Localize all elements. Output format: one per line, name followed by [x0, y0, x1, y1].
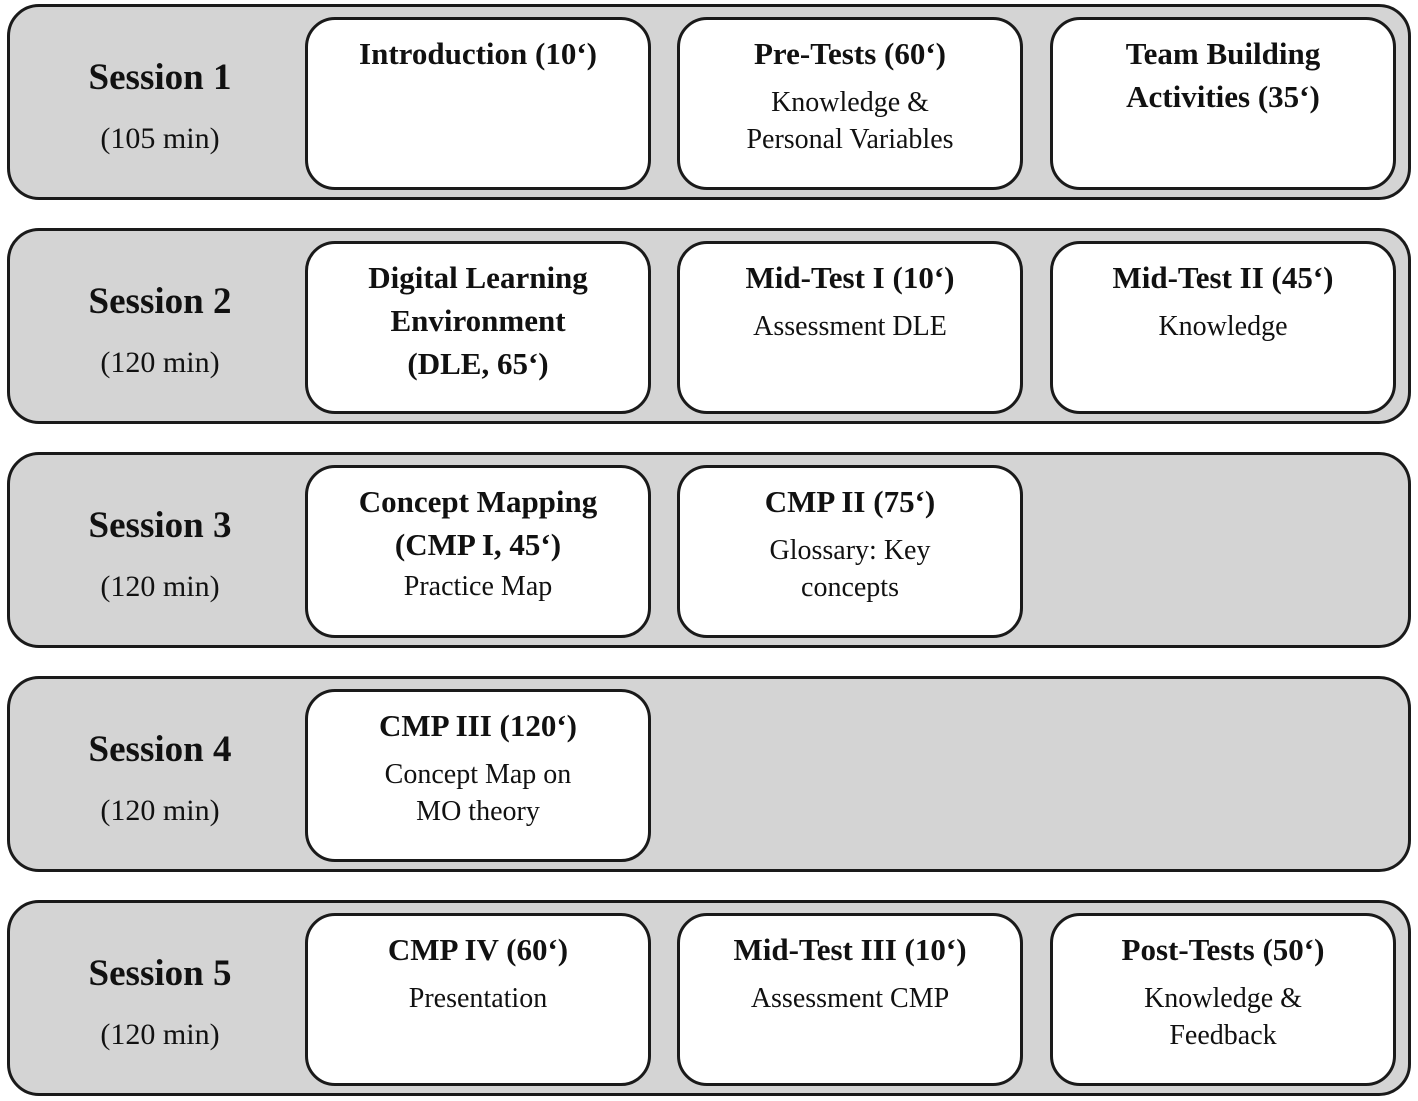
- session-row-1: Session 1 (105 min) Introduction (10‘) P…: [7, 4, 1411, 200]
- activity-title: CMP III (120‘): [378, 708, 578, 743]
- activity-box: Concept Mapping (CMP I, 45‘) Practice Ma…: [305, 465, 651, 638]
- session-label: Session 1 (105 min): [10, 7, 310, 197]
- session-duration: (120 min): [100, 346, 220, 379]
- activity-box: Pre-Tests (60‘) Knowledge & Personal Var…: [677, 17, 1023, 190]
- session-title: Session 4: [88, 729, 232, 770]
- session-duration: (105 min): [100, 122, 220, 155]
- session-row-3: Session 3 (120 min) Concept Mapping (CMP…: [7, 452, 1411, 648]
- activity-title: Concept Mapping (CMP I, 45‘): [358, 484, 598, 562]
- activity-title: CMP IV (60‘): [387, 932, 569, 967]
- session-row-2: Session 2 (120 min) Digital Learning Env…: [7, 228, 1411, 424]
- session-label: Session 4 (120 min): [10, 679, 310, 869]
- activity-detail: Knowledge: [1158, 311, 1288, 342]
- session-label: Session 3 (120 min): [10, 455, 310, 645]
- activity-detail: Knowledge & Personal Variables: [746, 87, 954, 155]
- activity-detail: Glossary: Key concepts: [769, 535, 931, 603]
- activity-box: CMP III (120‘) Concept Map on MO theory: [305, 689, 651, 862]
- activity-title: Team Building Activities (35‘): [1125, 36, 1321, 114]
- activity-detail: Assessment CMP: [750, 983, 950, 1014]
- activity-box: Digital Learning Environment (DLE, 65‘): [305, 241, 651, 414]
- session-title: Session 3: [88, 505, 232, 546]
- session-label: Session 2 (120 min): [10, 231, 310, 421]
- activity-box: CMP II (75‘) Glossary: Key concepts: [677, 465, 1023, 638]
- activity-title: Mid-Test II (45‘): [1112, 260, 1334, 295]
- session-duration: (120 min): [100, 794, 220, 827]
- activity-detail: Concept Map on MO theory: [384, 759, 572, 827]
- activity-detail: Knowledge & Feedback: [1144, 983, 1302, 1051]
- activity-box: Introduction (10‘): [305, 17, 651, 190]
- activity-title: Digital Learning Environment (DLE, 65‘): [368, 260, 588, 381]
- session-duration: (120 min): [100, 1018, 220, 1051]
- session-row-5: Session 5 (120 min) CMP IV (60‘) Present…: [7, 900, 1411, 1096]
- activity-box: CMP IV (60‘) Presentation: [305, 913, 651, 1086]
- activity-box: Mid-Test I (10‘) Assessment DLE: [677, 241, 1023, 414]
- activity-title: Post-Tests (50‘): [1121, 932, 1325, 967]
- activity-title: Introduction (10‘): [359, 36, 597, 71]
- session-label: Session 5 (120 min): [10, 903, 310, 1093]
- activity-box: Mid-Test III (10‘) Assessment CMP: [677, 913, 1023, 1086]
- activity-box: Team Building Activities (35‘): [1050, 17, 1396, 190]
- activity-title: Mid-Test III (10‘): [733, 932, 967, 967]
- activity-detail: Assessment DLE: [753, 311, 947, 342]
- activity-title: Mid-Test I (10‘): [745, 260, 955, 295]
- activity-box: Mid-Test II (45‘) Knowledge: [1050, 241, 1396, 414]
- session-title: Session 5: [88, 953, 232, 994]
- session-title: Session 1: [88, 57, 232, 98]
- activity-detail: Practice Map: [403, 571, 553, 602]
- activity-detail: Presentation: [408, 983, 548, 1014]
- session-duration: (120 min): [100, 570, 220, 603]
- session-title: Session 2: [88, 281, 232, 322]
- activity-box: Post-Tests (50‘) Knowledge & Feedback: [1050, 913, 1396, 1086]
- activity-title: CMP II (75‘): [764, 484, 936, 519]
- activity-title: Pre-Tests (60‘): [754, 36, 946, 71]
- session-row-4: Session 4 (120 min) CMP III (120‘) Conce…: [7, 676, 1411, 872]
